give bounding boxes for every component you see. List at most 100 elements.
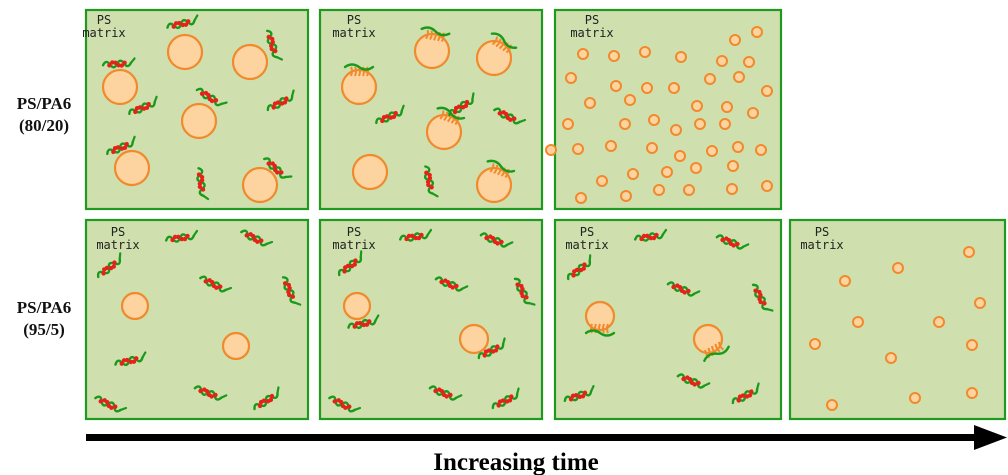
chain-end: [455, 394, 463, 399]
grafted-arm: [425, 29, 429, 40]
reactive-group: [170, 237, 175, 243]
reactive-group: [677, 284, 683, 290]
reactive-group: [426, 182, 431, 188]
chain-end: [293, 301, 302, 306]
reactive-group: [581, 266, 586, 271]
dispersed-droplet: [241, 166, 279, 204]
chain-end: [220, 394, 228, 399]
chain-end: [353, 406, 362, 412]
reactive-group: [115, 145, 121, 150]
reactive-group: [464, 99, 470, 105]
reactive-group: [682, 290, 687, 295]
reactive-group: [484, 235, 489, 241]
reactive-group: [353, 258, 358, 263]
grafted-arm: [366, 66, 369, 77]
copolymer-chain: [399, 228, 433, 242]
reactive-group: [512, 116, 517, 121]
reactive-group: [343, 405, 348, 410]
reactive-group: [571, 273, 576, 278]
copolymer-chain: [731, 382, 760, 405]
copolymer-chain: [715, 234, 750, 250]
reactive-group: [342, 269, 347, 274]
copolymer-chain: [337, 250, 363, 277]
reactive-group: [332, 399, 337, 404]
reactive-group: [515, 282, 520, 287]
dispersed-droplet: [101, 68, 139, 106]
reactive-group: [182, 236, 188, 242]
time-arrow-shaft: [86, 434, 976, 441]
grafted-arm: [502, 42, 509, 52]
fine-droplet: [732, 141, 744, 153]
reactive-group: [259, 238, 264, 243]
reactive-group: [134, 356, 139, 361]
reactive-group: [146, 101, 151, 107]
reactive-group: [244, 233, 249, 238]
grafted-arm: [606, 323, 609, 334]
fine-droplet: [620, 190, 632, 202]
reactive-group: [692, 382, 697, 387]
matrix-label-line1: PS: [585, 13, 599, 27]
fine-droplet: [572, 143, 584, 155]
reactive-group: [290, 294, 296, 299]
chain-end: [742, 243, 750, 248]
copolymer-chain: [281, 276, 302, 306]
chain-end: [661, 228, 668, 236]
reactive-group: [352, 262, 357, 267]
reactive-group: [275, 100, 281, 105]
chain-end: [693, 290, 701, 295]
reactive-group: [112, 260, 117, 265]
reactive-group: [731, 243, 736, 248]
reactive-group: [137, 105, 143, 110]
reactive-group: [124, 141, 129, 147]
copolymer-chain: [193, 385, 228, 401]
reactive-group: [364, 322, 370, 327]
reactive-group: [429, 185, 434, 190]
reactive-group: [357, 320, 363, 326]
fine-droplet: [605, 140, 617, 152]
reactive-group: [574, 267, 580, 273]
copolymer-chain: [166, 14, 199, 30]
row-label-line2: (80/20): [19, 116, 69, 135]
grafted-arm: [505, 44, 512, 54]
chain-backbone: [436, 106, 466, 120]
reactive-group: [495, 344, 500, 349]
fine-droplet: [562, 118, 574, 130]
reactive-group: [508, 117, 513, 122]
reactive-group: [198, 388, 203, 394]
grafted-arm: [362, 66, 365, 77]
reactive-group: [413, 235, 418, 241]
reactive-group: [416, 235, 422, 241]
fine-droplet: [704, 73, 716, 85]
panel-95-5-final: PS matrix: [788, 218, 1007, 421]
dispersed-droplet: [425, 113, 463, 151]
reactive-group: [338, 399, 344, 405]
time-arrow: [86, 425, 1007, 450]
reactive-group: [347, 404, 352, 409]
chain-backbone: [584, 329, 616, 337]
fine-droplet: [719, 118, 731, 130]
reactive-group: [490, 235, 496, 241]
reactive-group: [758, 292, 763, 298]
copolymer-chain: [347, 314, 380, 330]
copolymer-chain: [328, 395, 362, 413]
reactive-group: [133, 109, 138, 115]
fine-droplet: [751, 26, 763, 38]
chain-backbone: [490, 32, 518, 49]
chain-end: [193, 14, 199, 22]
reactive-group: [218, 284, 223, 289]
fine-droplet: [691, 100, 703, 112]
copolymer-chain: [513, 277, 536, 306]
chain-end: [291, 89, 295, 98]
fine-droplet: [747, 107, 759, 119]
grafted-arm: [443, 111, 449, 121]
reactive-group: [257, 403, 263, 409]
fine-droplet: [809, 338, 821, 350]
fine-droplet: [610, 80, 622, 92]
chain-end: [426, 228, 433, 236]
reactive-group: [214, 285, 219, 290]
reactive-group: [282, 281, 288, 286]
chain-end: [703, 382, 711, 387]
copolymer-chain: [479, 232, 514, 248]
copolymer-chain: [676, 373, 711, 389]
